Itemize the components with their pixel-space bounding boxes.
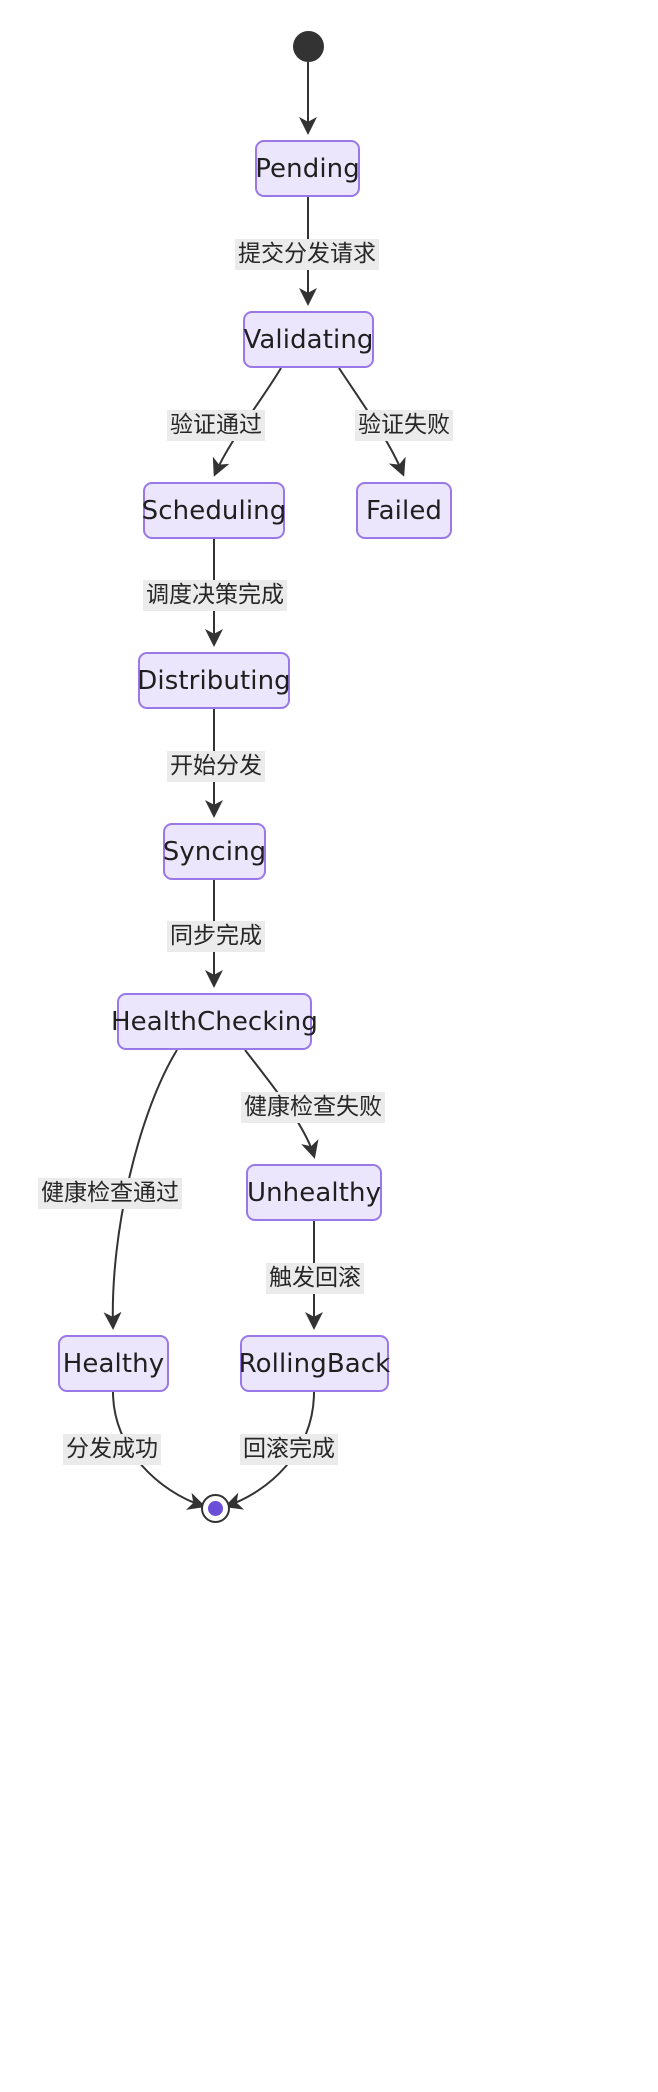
state-node-label: HealthChecking	[111, 1006, 318, 1037]
edge-label-start-distribute: 开始分发	[167, 751, 265, 783]
state-node-rollingback[interactable]: RollingBack	[238, 1335, 391, 1392]
edge-label-trigger-rollback: 触发回滚	[266, 1263, 364, 1295]
edge-label-scheduling-done: 调度决策完成	[143, 580, 287, 612]
state-node-label: Failed	[365, 495, 443, 526]
state-node-failed[interactable]: Failed	[356, 482, 452, 539]
edge-label-submit-request: 提交分发请求	[235, 239, 379, 271]
state-node-label: Healthy	[62, 1348, 165, 1379]
state-node-label: Distributing	[137, 665, 291, 696]
state-node-label: Validating	[243, 324, 374, 355]
state-node-distributing[interactable]: Distributing	[137, 652, 291, 709]
state-node-label: RollingBack	[238, 1348, 391, 1379]
state-node-validating[interactable]: Validating	[243, 311, 374, 368]
state-node-scheduling[interactable]: Scheduling	[141, 482, 287, 539]
edge-label-distribute-success: 分发成功	[63, 1434, 161, 1466]
edge-label-sync-done: 同步完成	[167, 921, 265, 953]
state-node-label: Pending	[255, 153, 360, 184]
state-node-unhealthy[interactable]: Unhealthy	[246, 1164, 382, 1221]
end-state-marker	[201, 1494, 230, 1523]
state-node-healthchecking[interactable]: HealthChecking	[111, 993, 318, 1050]
state-node-syncing[interactable]: Syncing	[163, 823, 266, 880]
state-node-healthy[interactable]: Healthy	[58, 1335, 169, 1392]
end-state-marker-core	[208, 1501, 223, 1516]
edge-label-rollback-done: 回滚完成	[240, 1434, 338, 1466]
edge-label-validation-failed: 验证失败	[355, 410, 453, 442]
edge-label-healthcheck-failed: 健康检查失败	[241, 1092, 385, 1124]
start-state-marker	[293, 31, 324, 62]
edge-label-healthcheck-passed: 健康检查通过	[38, 1178, 182, 1210]
state-node-label: Syncing	[162, 836, 267, 867]
state-node-pending[interactable]: Pending	[255, 140, 360, 197]
edge-label-validation-passed: 验证通过	[167, 410, 265, 442]
state-node-label: Unhealthy	[246, 1177, 382, 1208]
state-node-label: Scheduling	[141, 495, 287, 526]
